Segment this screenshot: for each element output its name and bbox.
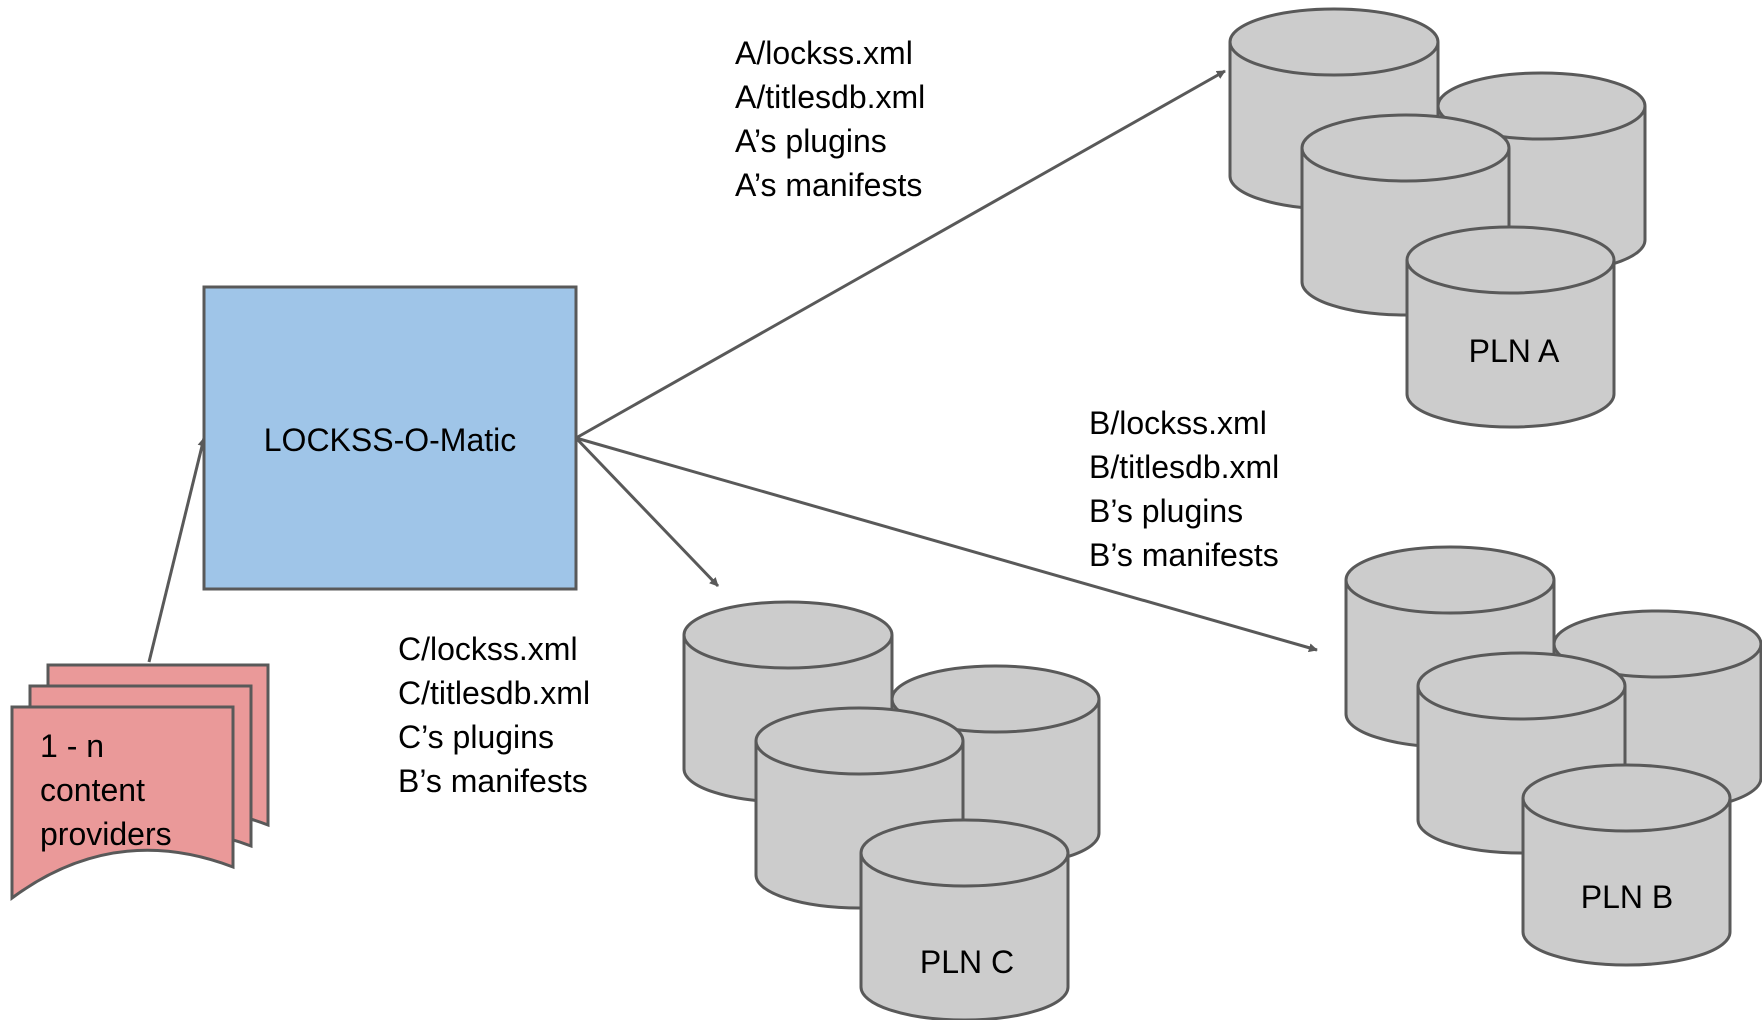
- pln-c-cylinder-4-top: [859, 818, 1070, 888]
- pln-c-file-3: C’s plugins: [398, 719, 554, 755]
- pln-b-cylinder-4: [1521, 763, 1732, 967]
- pln-b-cylinder-4-body: [1521, 798, 1732, 967]
- pln-b-file-2: B/titlesdb.xml: [1089, 449, 1279, 485]
- pln-c-cylinder-3-top: [754, 706, 965, 776]
- pln-a-database-cluster: [1228, 7, 1647, 429]
- pln-b-label: PLN B: [1581, 879, 1673, 915]
- pln-c-cylinder-1-top: [682, 600, 894, 670]
- pln-b-file-list: B/lockss.xml B/titlesdb.xml B’s plugins …: [1089, 405, 1279, 573]
- pln-c-file-2: C/titlesdb.xml: [398, 675, 590, 711]
- pln-c-cylinder-4: [859, 818, 1070, 1020]
- pln-a-file-list: A/lockss.xml A/titlesdb.xml A’s plugins …: [735, 35, 925, 203]
- pln-b-cylinder-4-top: [1521, 763, 1732, 833]
- pln-a-file-4: A’s manifests: [735, 167, 922, 203]
- pln-c-file-1: C/lockss.xml: [398, 631, 578, 667]
- providers-label-line-2: content: [40, 772, 145, 808]
- pln-a-file-3: A’s plugins: [735, 123, 887, 159]
- content-providers-stack: 1 - n content providers: [10, 663, 270, 901]
- provider-page-front: [10, 705, 235, 901]
- pln-a-file-1: A/lockss.xml: [735, 35, 913, 71]
- pln-b-database-cluster: [1344, 545, 1762, 967]
- pln-c-label: PLN C: [920, 944, 1014, 980]
- arrow-providers-to-server: [147, 437, 207, 663]
- pln-a-cylinder-4-body: [1405, 260, 1616, 429]
- pln-b-file-3: B’s plugins: [1089, 493, 1243, 529]
- connectors: [147, 69, 1318, 663]
- server-box-rect: [202, 285, 578, 591]
- providers-label-line-1: 1 - n: [40, 728, 104, 764]
- pln-c-cylinder-2-top: [890, 664, 1101, 734]
- pln-b-file-4: B’s manifests: [1089, 537, 1279, 573]
- pln-b-cylinder-1-top: [1344, 545, 1556, 615]
- pln-a-file-2: A/titlesdb.xml: [735, 79, 925, 115]
- pln-b-file-1: B/lockss.xml: [1089, 405, 1267, 441]
- pln-a-cylinder-4: [1405, 225, 1616, 429]
- arrow-server-to-pln-a: [575, 69, 1226, 440]
- pln-b-cylinder-3-top: [1416, 651, 1627, 721]
- pln-c-file-4: B’s manifests: [398, 763, 588, 799]
- pln-a-label: PLN A: [1469, 333, 1560, 369]
- pln-a-cylinder-4-top: [1405, 225, 1616, 295]
- lockss-o-matic-box: LOCKSS-O-Matic: [202, 285, 578, 591]
- arrow-server-to-pln-b: [575, 436, 1318, 653]
- pln-b-cylinder-2-top: [1552, 609, 1762, 679]
- pln-a-cylinder-3-top: [1300, 113, 1511, 183]
- arrow-server-to-pln-c: [574, 436, 720, 588]
- pln-a-cylinder-1-top: [1228, 7, 1440, 77]
- server-label: LOCKSS-O-Matic: [264, 422, 516, 458]
- pln-c-database-cluster: [682, 600, 1101, 1020]
- providers-label-line-3: providers: [40, 816, 172, 852]
- pln-a-cylinder-2-top: [1436, 71, 1647, 141]
- pln-c-file-list: C/lockss.xml C/titlesdb.xml C’s plugins …: [398, 631, 590, 799]
